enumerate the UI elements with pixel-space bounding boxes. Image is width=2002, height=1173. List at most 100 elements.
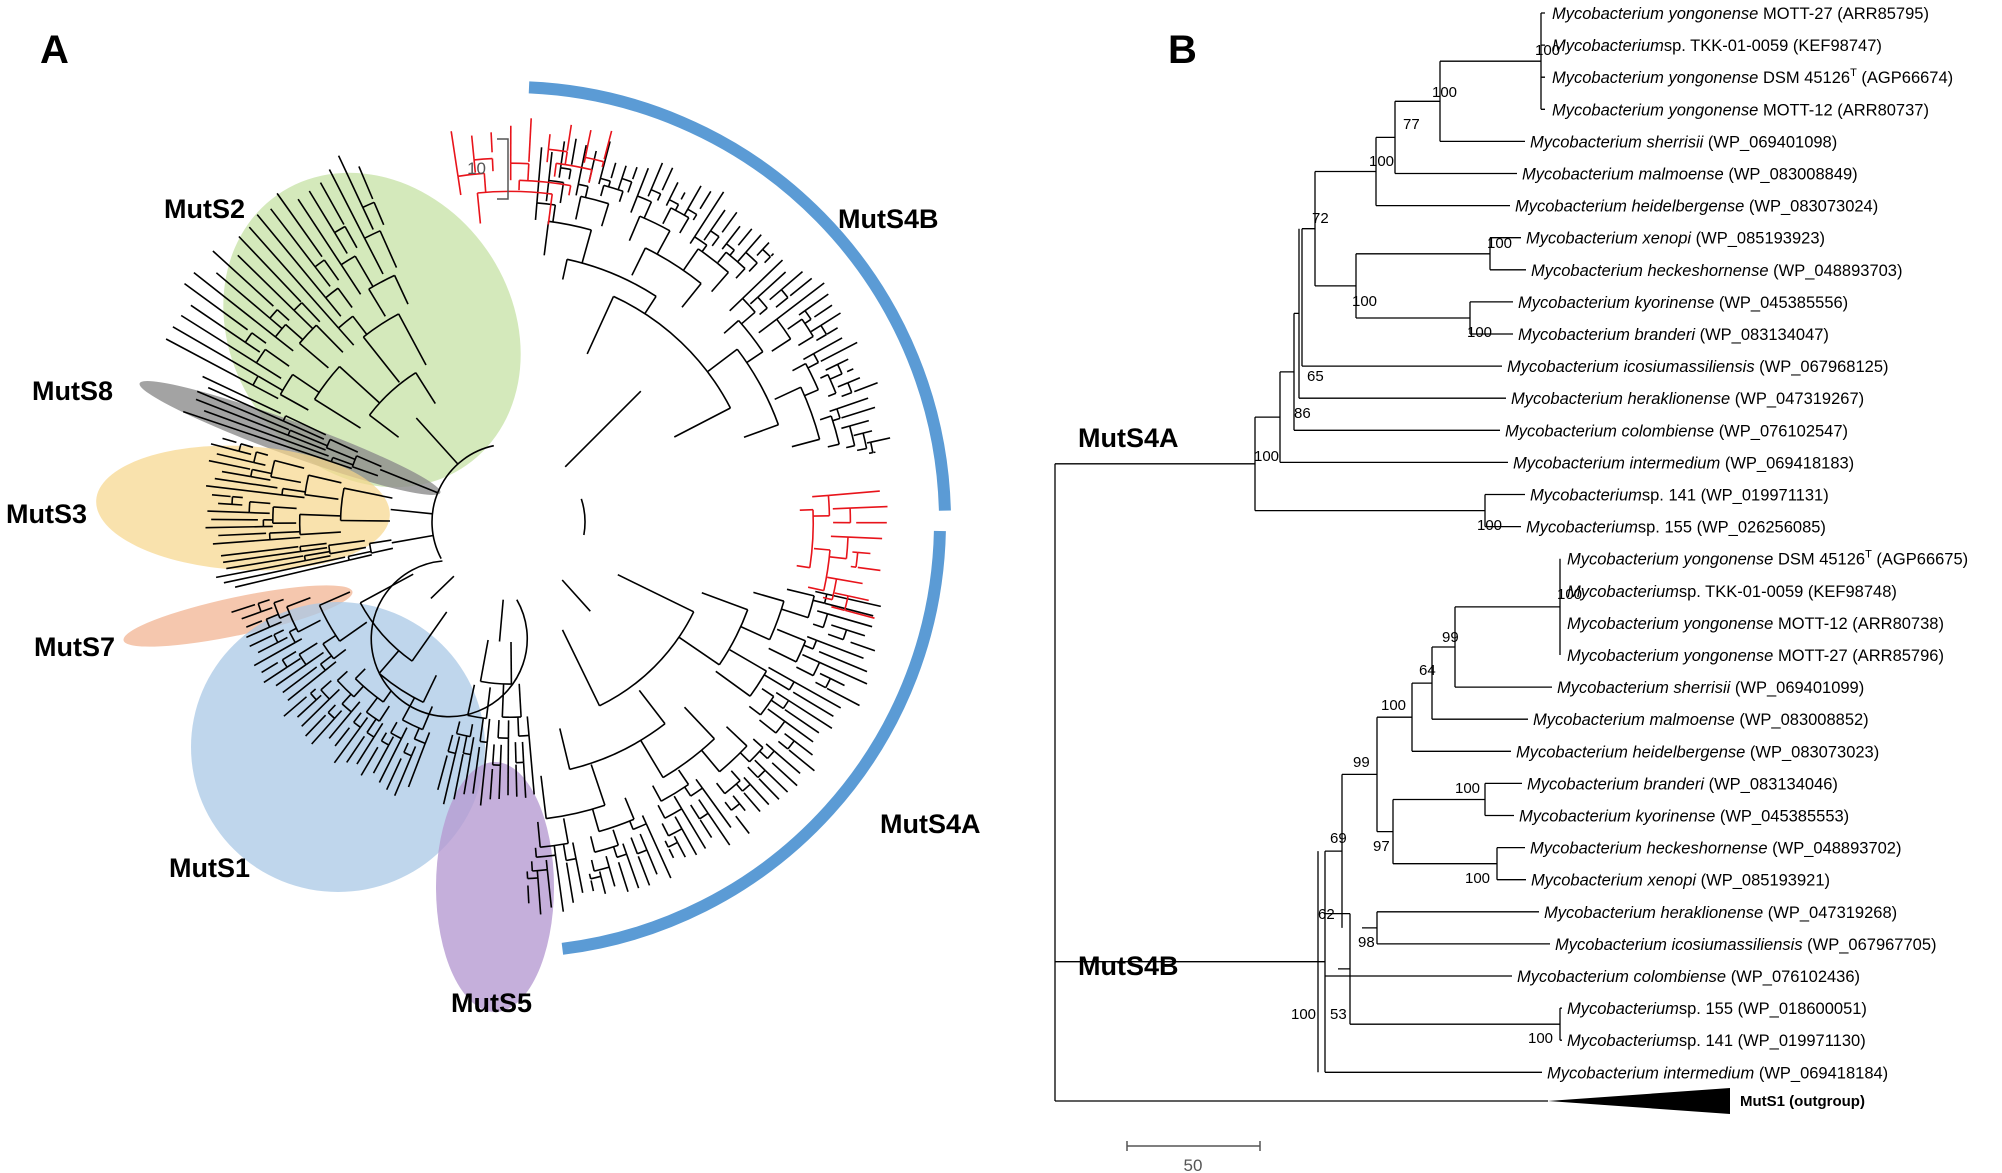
- clade-shapes: [96, 172, 554, 1012]
- taxon-accession: (WP_067967705): [1807, 936, 1936, 954]
- taxon-species: Mycobacterium: [1526, 519, 1638, 537]
- taxon-species: Mycobacterium heraklionense: [1511, 390, 1730, 408]
- bootstrap-n10: 86: [1294, 405, 1311, 422]
- taxon-accession: (WP_076102547): [1719, 422, 1848, 440]
- panel-b-scale-label: 50: [1184, 1156, 1203, 1173]
- arc-mutS4a: [561, 530, 946, 955]
- taxon-label: Mycobacterium intermedium (WP_069418183): [1513, 454, 1854, 472]
- taxon-accession: (AGP66674): [1861, 69, 1953, 87]
- taxon-accession: (WP_048893702): [1772, 840, 1901, 858]
- panel-b-rectangular-tree: B MutS1 (outgroup) MutS4A MutS4B Mycobac…: [1054, 5, 1968, 1173]
- taxon-label: Mycobacterium heidelbergense (WP_0830730…: [1516, 743, 1879, 761]
- clade-mutS7-region: [123, 585, 353, 647]
- taxon-label: Mycobacterium yongonense MOTT-27 (ARR857…: [1567, 647, 1944, 665]
- panel-b-letter: B: [1168, 28, 1197, 72]
- taxon-accession: (WP_045385556): [1719, 294, 1848, 312]
- tree-a-backbone: [370, 560, 528, 718]
- taxon-species: Mycobacterium branderi: [1527, 775, 1705, 793]
- bootstrap-n2: 100: [1432, 84, 1457, 101]
- taxon-label: Mycobacterium kyorinense (WP_045385553): [1519, 808, 1849, 826]
- taxon-label: Mycobacterium yongonense DSM 45126T (AGP…: [1567, 549, 1968, 569]
- taxon-strain: MOTT-12: [1758, 101, 1832, 119]
- taxon-species: Mycobacterium sherrisii: [1530, 133, 1705, 151]
- subtree-mutS7: [215, 539, 394, 588]
- bootstrap-n13: 100: [1557, 586, 1582, 603]
- bootstrap-n17: 99: [1353, 754, 1370, 771]
- taxon-species: Mycobacterium colombiense: [1517, 968, 1726, 986]
- taxon-accession: (WP_085193923): [1696, 230, 1825, 248]
- label-mutS7: MutS7: [34, 632, 115, 662]
- outgroup-label: MutS1 (outgroup): [1740, 1093, 1865, 1110]
- taxon-strain: sp. 155: [1679, 1000, 1733, 1018]
- taxon-label: Mycobacterium colombiense (WP_076102547): [1505, 422, 1848, 440]
- bootstrap-n22: 98: [1358, 934, 1375, 951]
- bootstrap-n14: 99: [1442, 629, 1459, 646]
- taxon-strain: sp. 155: [1638, 519, 1692, 537]
- panel-a-scale-label: 10: [467, 159, 486, 178]
- taxon-label: Mycobacterium intermedium (WP_069418184): [1547, 1064, 1888, 1082]
- taxon-species: Mycobacterium: [1530, 487, 1642, 505]
- label-mutS8: MutS8: [32, 376, 113, 406]
- taxon-species: Mycobacterium: [1552, 37, 1664, 55]
- taxon-species: Mycobacterium heidelbergense: [1515, 198, 1744, 216]
- taxon-species: Mycobacterium colombiense: [1505, 422, 1714, 440]
- taxon-label: Mycobacterium malmoense (WP_083008852): [1533, 711, 1869, 729]
- bootstrap-n26: 100: [1528, 1030, 1553, 1047]
- bootstrap-n24: 100: [1291, 1006, 1316, 1023]
- taxon-strain: sp. 141: [1642, 487, 1696, 505]
- taxon-species: Mycobacterium yongonense: [1567, 551, 1773, 569]
- taxon-species: Mycobacterium yongonense: [1552, 5, 1758, 23]
- taxon-strain: sp. TKK-01-0059: [1679, 583, 1803, 601]
- taxon-accession: (KEF98747): [1793, 37, 1882, 55]
- taxon-strain: MOTT-27: [1773, 647, 1847, 665]
- bootstrap-n19: 97: [1373, 838, 1390, 855]
- taxon-label: Mycobacterium branderi (WP_083134046): [1527, 775, 1838, 793]
- taxon-species: Mycobacterium heidelbergense: [1516, 743, 1745, 761]
- label-mutS4a: MutS4A: [880, 809, 981, 839]
- taxon-accession: (WP_045385553): [1720, 808, 1849, 826]
- label-mutS4b: MutS4B: [838, 204, 939, 234]
- taxon-label: Mycobacterium xenopi (WP_085193921): [1531, 872, 1830, 890]
- taxon-species: Mycobacterium yongonense: [1567, 615, 1773, 633]
- taxon-label: Mycobacterium yongonense MOTT-12 (ARR807…: [1567, 615, 1944, 633]
- label-mutS5: MutS5: [451, 988, 532, 1018]
- bootstrap-n21: 69: [1330, 830, 1347, 847]
- taxon-species: Mycobacterium sherrisii: [1557, 679, 1732, 697]
- taxon-strain: DSM 45126: [1773, 551, 1865, 569]
- taxon-species: Mycobacterium xenopi: [1526, 230, 1692, 248]
- bootstrap-n6: 100: [1487, 235, 1512, 252]
- subtree-mutS2: [165, 155, 436, 438]
- taxon-accession: (WP_047319267): [1735, 390, 1864, 408]
- bootstrap-n11: 100: [1254, 448, 1279, 465]
- taxon-accession: (WP_085193921): [1701, 872, 1830, 890]
- outgroup-wedge: [1548, 1088, 1730, 1114]
- taxon-species: Mycobacterium: [1567, 1000, 1679, 1018]
- taxon-species: Mycobacterium kyorinense: [1519, 808, 1715, 826]
- arc-mutS4b: [528, 81, 951, 511]
- tree-b-branches: [1054, 12, 1562, 1102]
- taxon-species: Mycobacterium: [1567, 583, 1679, 601]
- tree-a-backbone-right: [580, 498, 586, 536]
- bootstrap-n20: 100: [1465, 870, 1490, 887]
- subtree-mutS3: [205, 437, 393, 545]
- panel-a-scale-bar: 10: [467, 138, 509, 200]
- subtree-mutS5: [437, 639, 535, 806]
- clade-stem: [379, 468, 438, 494]
- bootstrap-n23: 62: [1318, 906, 1335, 923]
- taxon-labels: Mycobacterium yongonense MOTT-27 (ARR857…: [1505, 5, 1968, 1082]
- taxon-label: Mycobacterium colombiense (WP_076102436): [1517, 968, 1860, 986]
- taxon-species: Mycobacterium heraklionense: [1544, 904, 1763, 922]
- taxon-accession: (WP_019971130): [1738, 1032, 1866, 1050]
- taxon-accession: (WP_083134046): [1709, 775, 1838, 793]
- circular-tree-branches: [165, 138, 891, 915]
- clade-stem: [430, 575, 455, 599]
- taxon-accession: (WP_026256085): [1697, 519, 1826, 537]
- tree-a-backbone-left: [431, 444, 494, 559]
- taxon-accession: (WP_083073024): [1749, 198, 1878, 216]
- bootstrap-n1: 100: [1535, 42, 1560, 59]
- taxon-species: Mycobacterium heckeshornense: [1530, 840, 1768, 858]
- red-subtree-mutS4b: [450, 118, 613, 225]
- taxon-label: Mycobacterium yongonense DSM 45126T (AGP…: [1552, 67, 1953, 87]
- type-strain-superscript: T: [1865, 549, 1872, 561]
- red-subtree-mutS4a: [796, 490, 888, 619]
